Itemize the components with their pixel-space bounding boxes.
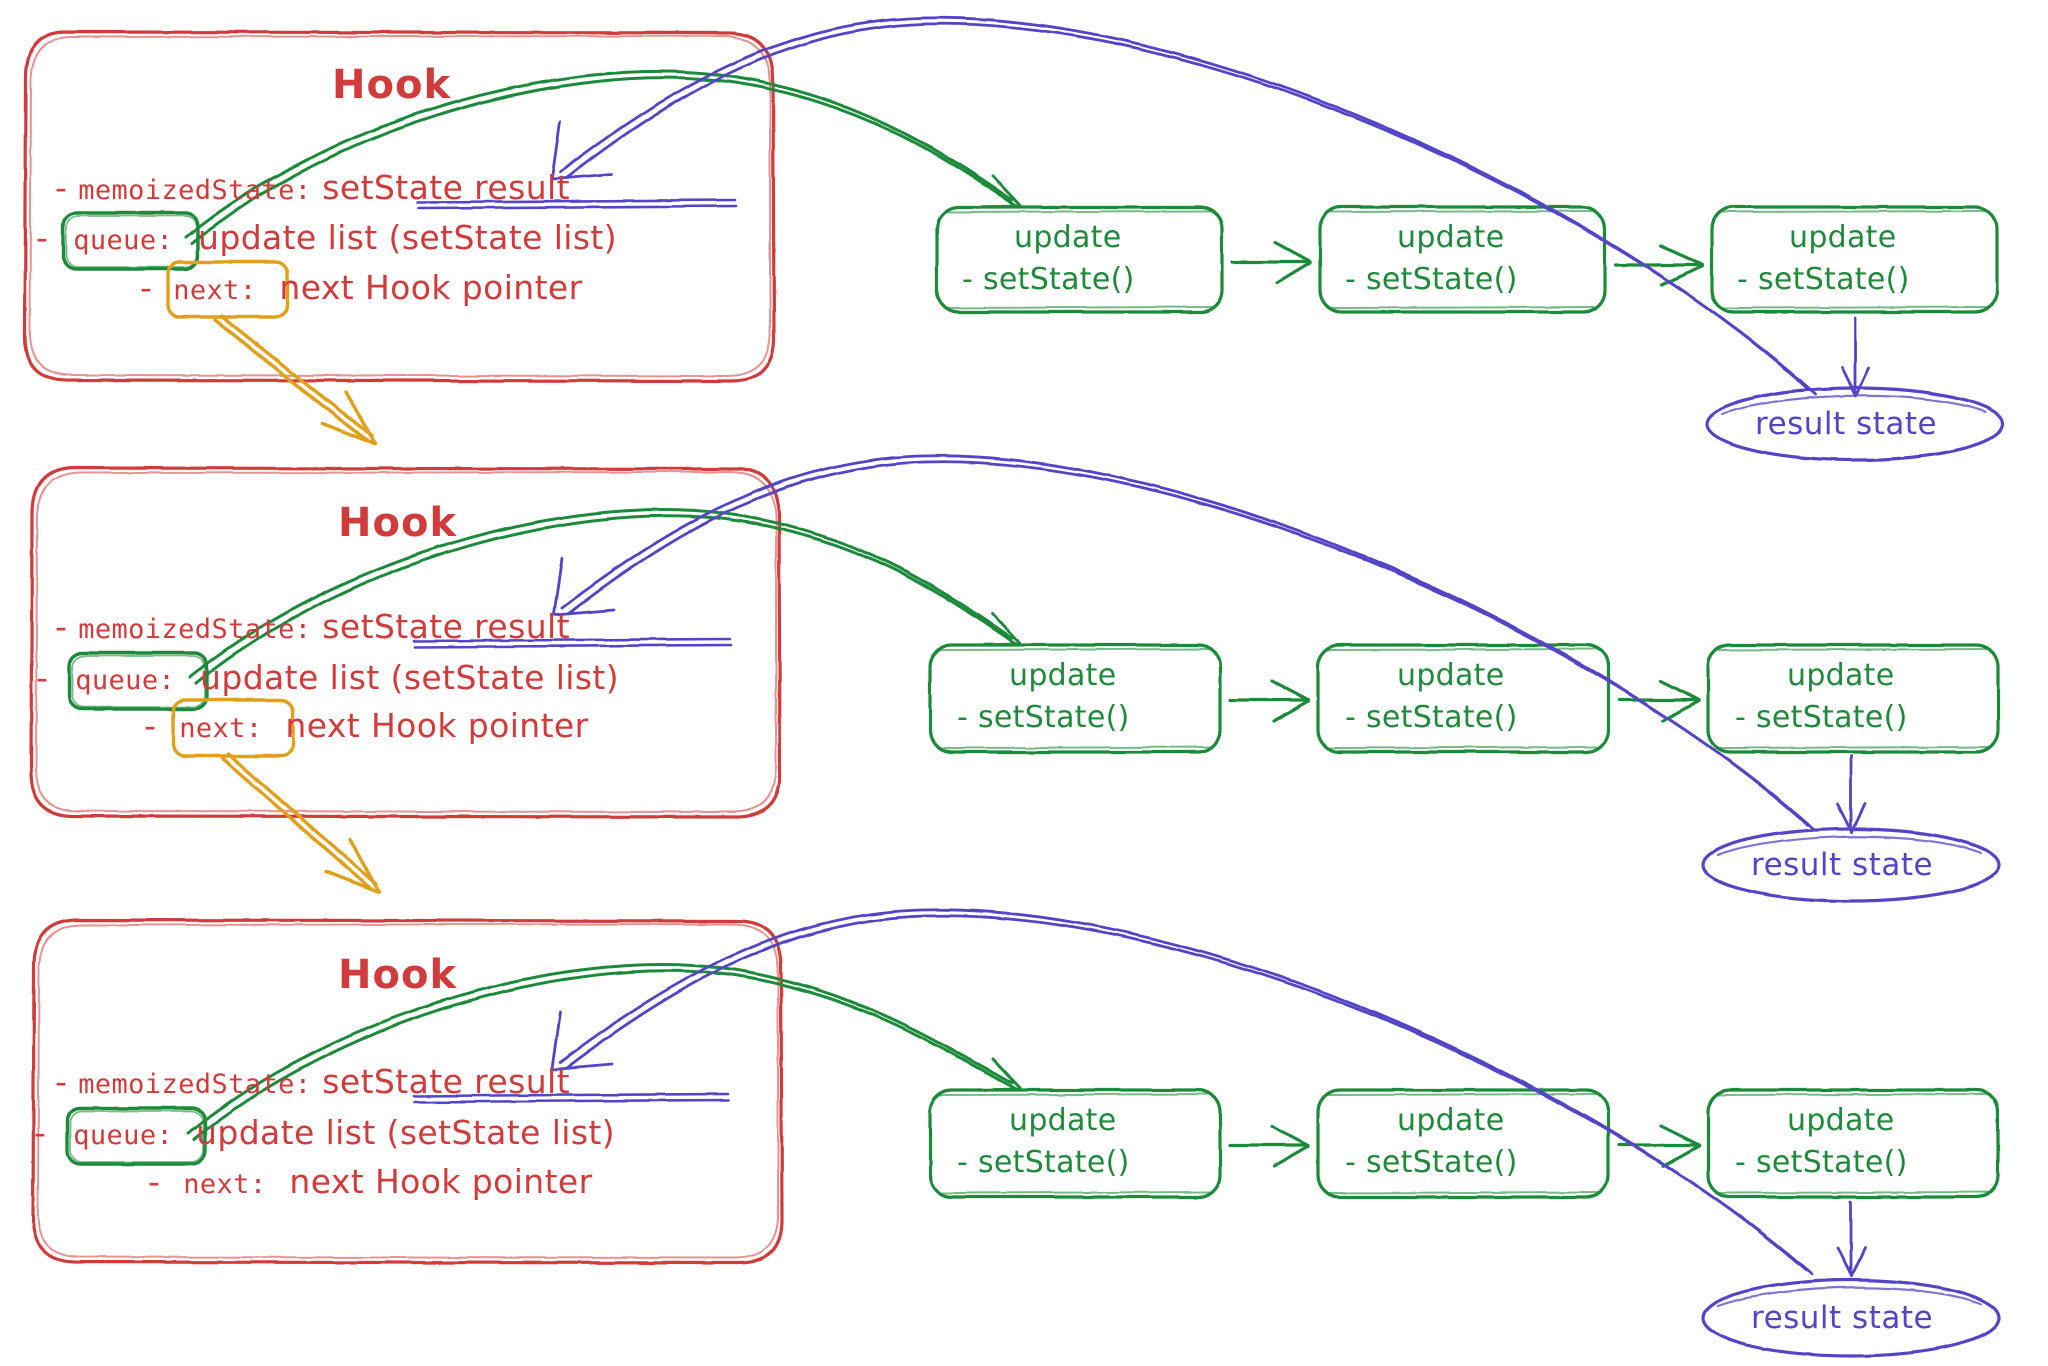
update-label-1-2-line2: - setState()	[1345, 262, 1518, 297]
field-value: update list (setState list)	[200, 658, 620, 697]
field-key: queue:	[73, 1120, 174, 1151]
update-arrow-2-2	[1617, 679, 1701, 723]
field-value: setState result	[322, 607, 570, 646]
update-label-1-1-line1: update	[1014, 220, 1122, 255]
bullet: -	[144, 706, 157, 745]
queue-to-update-curve-2	[188, 507, 1022, 685]
field-value: update list (setState list)	[196, 1113, 616, 1152]
hook-title-1: Hook	[332, 62, 452, 108]
result-state-ellipse-3	[1701, 1278, 2001, 1358]
update-to-result-arrow-2	[1836, 754, 1867, 834]
field-value: setState result	[322, 1062, 570, 1101]
hook-field-2-memoizedstate: - memoizedState: setState result	[55, 607, 570, 646]
field-key: next:	[179, 713, 263, 744]
memoized-underline-2	[412, 637, 733, 649]
field-value: next Hook pointer	[279, 268, 583, 307]
field-value: next Hook pointer	[285, 706, 589, 745]
field-key: queue:	[73, 225, 174, 256]
field-key: queue:	[75, 665, 176, 696]
update-label-1-3-line2: - setState()	[1737, 262, 1910, 297]
update-label-1-2-line1: update	[1397, 220, 1505, 255]
result-to-memoized-curve-1	[550, 16, 1818, 396]
hook-field-3-memoizedstate: - memoizedState: setState result	[55, 1062, 570, 1101]
update-box-2-3	[1706, 643, 2000, 754]
bullet: -	[55, 607, 68, 646]
result-to-memoized-curve-3	[550, 908, 1814, 1276]
field-key: memoizedState:	[78, 175, 312, 206]
queue-to-update-curve-1	[184, 69, 1022, 245]
hook-field-1-queue: - queue: update list (setState list)	[36, 218, 617, 257]
hook-field-1-next: - next: next Hook pointer	[140, 268, 583, 307]
result-state-label-1: result state	[1755, 406, 1938, 442]
queue-highlight-box-2	[67, 651, 209, 711]
update-label-2-1-line2: - setState()	[957, 700, 1130, 735]
update-box-1-3	[1710, 205, 1999, 314]
update-label-3-1-line2: - setState()	[957, 1145, 1130, 1180]
update-label-2-3-line1: update	[1787, 658, 1895, 693]
bullet: -	[140, 268, 153, 307]
queue-to-update-curve-3	[186, 963, 1022, 1141]
update-arrow-1-2	[1614, 244, 1705, 287]
update-arrow-2-1	[1228, 679, 1310, 723]
hook-field-3-queue: - queue: update list (setState list)	[34, 1113, 615, 1152]
field-key: next:	[183, 1169, 267, 1200]
update-label-1-1-line2: - setState()	[962, 262, 1135, 297]
update-label-3-2-line2: - setState()	[1345, 1145, 1518, 1180]
hook-field-2-queue: - queue: update list (setState list)	[36, 658, 619, 697]
bullet: -	[36, 218, 49, 257]
update-label-3-2-line1: update	[1397, 1103, 1505, 1138]
queue-highlight-box-1	[61, 211, 200, 271]
result-state-label-2: result state	[1751, 847, 1934, 883]
bullet: -	[55, 168, 68, 207]
update-label-3-3-line2: - setState()	[1735, 1145, 1908, 1180]
update-to-result-arrow-1	[1840, 316, 1871, 398]
update-box-2-1	[928, 643, 1222, 754]
bullet: -	[55, 1062, 68, 1101]
update-label-3-1-line1: update	[1009, 1103, 1117, 1138]
hook-title-3: Hook	[338, 952, 458, 998]
hook-field-3-next: - next: next Hook pointer	[148, 1162, 593, 1201]
next-highlight-box-1	[166, 260, 289, 319]
update-label-2-2-line2: - setState()	[1345, 700, 1518, 735]
next-pointer-arrow-1	[213, 314, 377, 446]
next-highlight-box-2	[171, 698, 295, 758]
memoized-underline-1	[415, 198, 738, 210]
field-value: setState result	[322, 168, 570, 207]
update-to-result-arrow-3	[1836, 1200, 1867, 1278]
field-value: next Hook pointer	[289, 1162, 593, 1201]
hook-field-2-next: - next: next Hook pointer	[144, 706, 589, 745]
update-label-2-2-line1: update	[1397, 658, 1505, 693]
field-key: next:	[173, 275, 257, 306]
field-key: memoizedState:	[78, 614, 312, 645]
update-label-3-3-line1: update	[1787, 1103, 1895, 1138]
update-label-1-3-line1: update	[1789, 220, 1897, 255]
result-state-label-3: result state	[1751, 1300, 1934, 1336]
update-arrow-3-1	[1228, 1124, 1310, 1168]
update-box-2-2	[1316, 643, 1610, 754]
update-box-3-1	[928, 1088, 1222, 1199]
update-arrow-1-1	[1230, 241, 1312, 285]
update-box-3-3	[1706, 1088, 2000, 1199]
hook-box-3	[31, 918, 784, 1265]
hook-field-1-memoizedstate: - memoizedState: setState result	[55, 168, 570, 207]
bullet: -	[148, 1162, 161, 1201]
field-value: update list (setState list)	[198, 218, 618, 257]
update-box-3-2	[1316, 1088, 1610, 1199]
memoized-underline-3	[412, 1092, 731, 1104]
update-label-2-1-line1: update	[1009, 658, 1117, 693]
result-to-memoized-curve-2	[552, 454, 1816, 831]
result-state-ellipse-1	[1705, 386, 2005, 462]
bullet: -	[34, 1113, 47, 1152]
update-label-2-3-line2: - setState()	[1735, 700, 1908, 735]
queue-highlight-box-3	[65, 1106, 207, 1166]
field-key: memoizedState:	[78, 1069, 312, 1100]
next-pointer-arrow-2	[220, 752, 381, 894]
update-box-1-1	[935, 205, 1224, 314]
result-state-ellipse-2	[1701, 827, 2001, 903]
bullet: -	[36, 658, 49, 697]
hook-title-2: Hook	[338, 500, 458, 546]
